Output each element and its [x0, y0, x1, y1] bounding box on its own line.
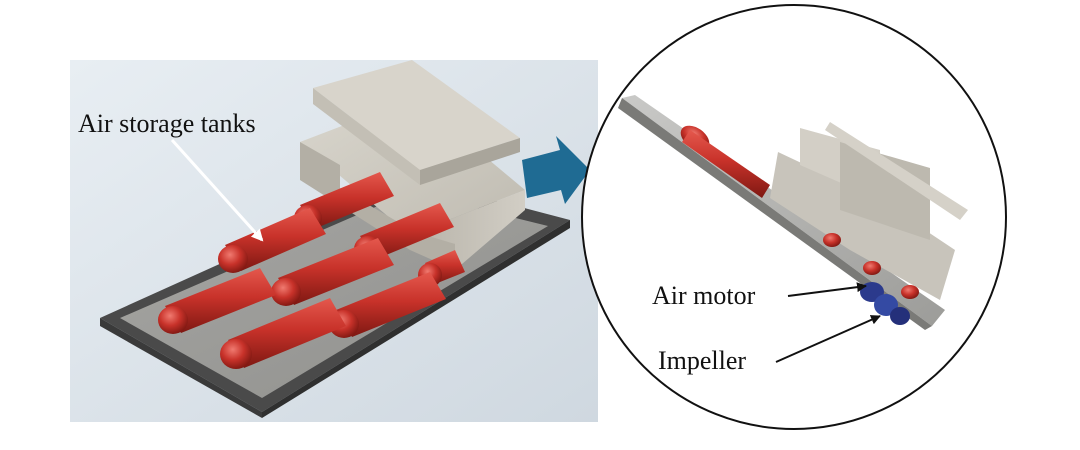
- zoom-content: [618, 95, 968, 330]
- left-render-panel: Air storage tanks: [70, 60, 598, 422]
- tank: [220, 298, 346, 369]
- tank: [218, 208, 326, 273]
- tanks-pointer-arrow: [170, 138, 264, 242]
- zoom-detail-circle: Air motor Impeller: [581, 4, 1007, 430]
- impeller-pointer-arrow: [775, 315, 881, 363]
- motor-pointer-arrow: [787, 282, 867, 297]
- tank: [158, 268, 276, 334]
- label-air-storage-tanks: Air storage tanks: [78, 109, 256, 138]
- tank: [271, 238, 394, 306]
- label-impeller: Impeller: [658, 346, 746, 375]
- air-storage-tanks: [158, 172, 465, 369]
- impeller-part: [874, 294, 898, 316]
- zoom-arrow-icon: [522, 136, 590, 204]
- label-air-motor: Air motor: [652, 281, 756, 310]
